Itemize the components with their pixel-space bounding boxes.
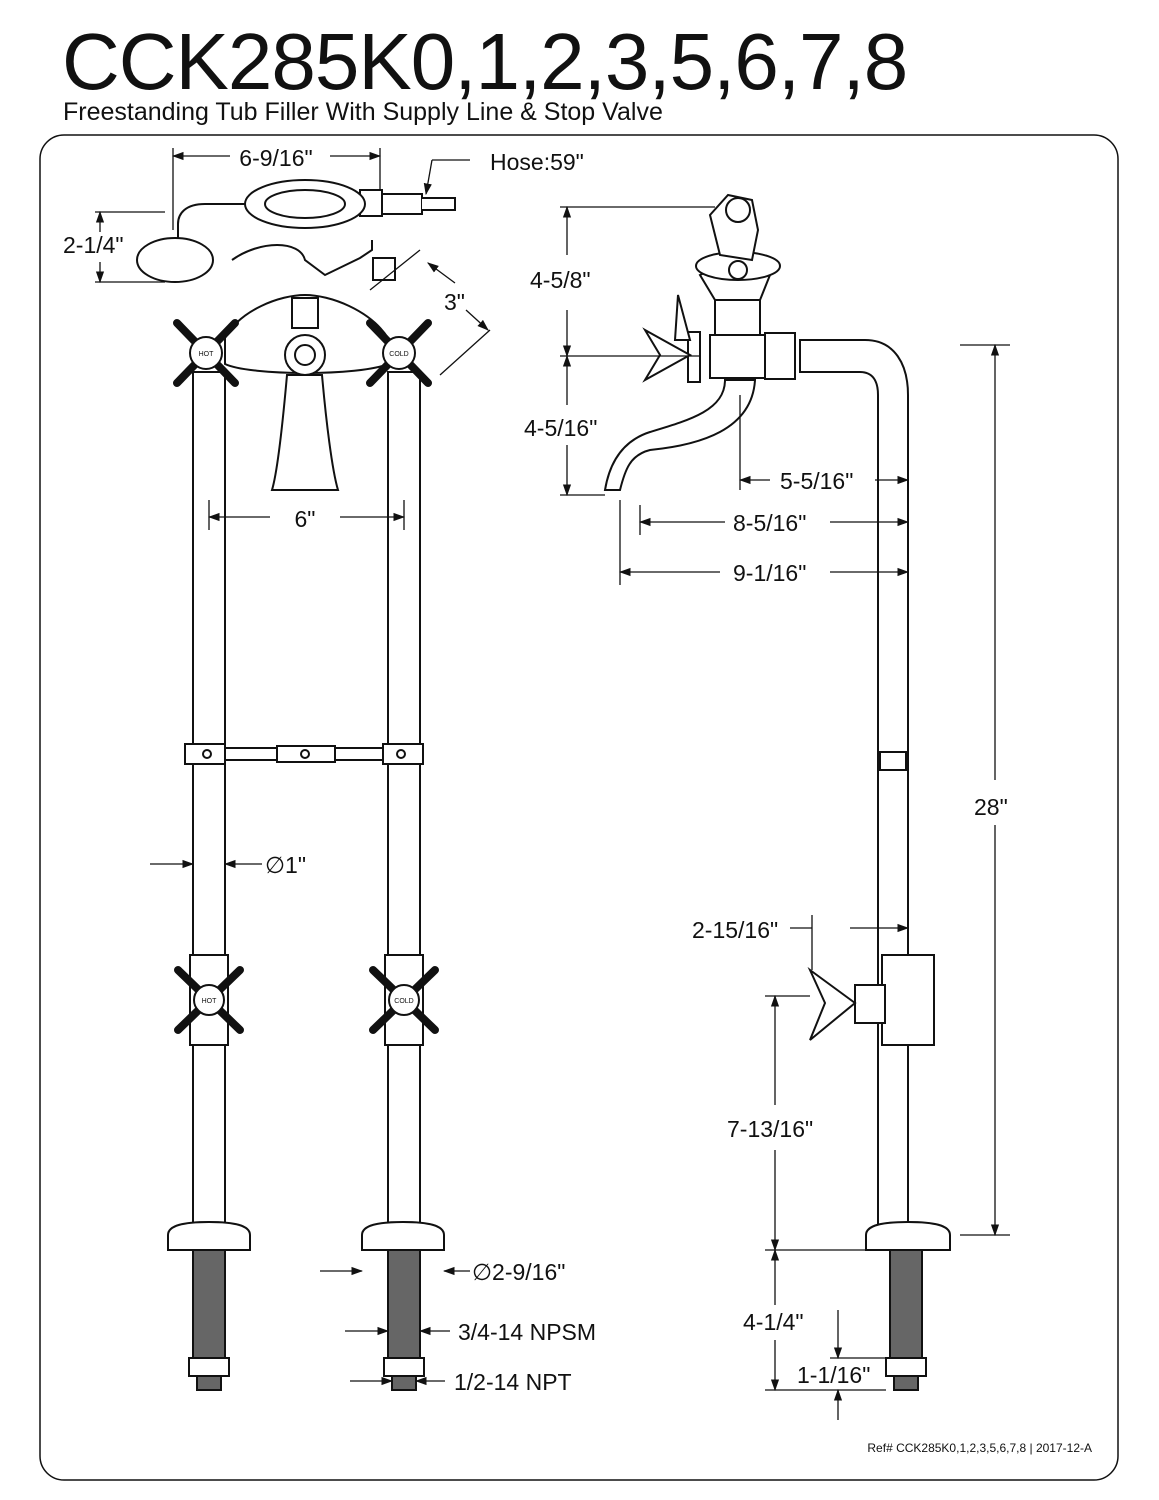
reference-number: Ref# CCK285K0,1,2,3,5,6,7,8 | 2017-12-A (867, 1441, 1092, 1455)
dim-top-height: 4-5/8" (530, 267, 591, 293)
cold-handle-top (366, 319, 432, 387)
cold-supply-pipe (387, 371, 421, 958)
spout-body (270, 374, 340, 491)
spout-side (603, 379, 757, 491)
dim-spout-reach-2: 8-5/16" (733, 510, 806, 536)
side-handle (642, 327, 693, 383)
cross-brace (184, 743, 424, 765)
dim-shank-min: 1-1/16" (797, 1362, 870, 1388)
faucet-body (224, 293, 389, 374)
page-subtitle: Freestanding Tub Filler With Supply Line… (63, 98, 663, 126)
hot-stop-valve (174, 954, 244, 1046)
hook (372, 257, 396, 281)
dim-top-width: 6-9/16" (239, 145, 312, 171)
hot-flange (167, 1220, 251, 1251)
cold-label-top: COLD (389, 351, 408, 358)
side-flange (865, 1220, 951, 1251)
front-view (136, 179, 456, 1391)
side-dimension-lines (560, 205, 1010, 1420)
dim-spout-height: 4-5/16" (524, 415, 597, 441)
cold-lower-pipe (387, 1044, 421, 1226)
hot-label-valve: HOT (202, 998, 218, 1005)
diverter-lever (291, 297, 319, 329)
hot-nut (188, 1357, 230, 1377)
cold-stop-valve (369, 954, 439, 1046)
dim-pipe-diameter: ∅1" (265, 852, 306, 878)
dim-spout-reach-3: 9-1/16" (733, 560, 806, 586)
cold-shank (387, 1249, 421, 1359)
dim-valve-height: 7-13/16" (727, 1116, 813, 1142)
front-dimension-lines (95, 148, 491, 1386)
side-shank (889, 1249, 923, 1359)
dim-npt: 1/2-14 NPT (454, 1369, 572, 1395)
hot-handle-top (173, 319, 239, 387)
dim-shower-height: 2-1/4" (63, 232, 124, 258)
dim-spout-reach-1: 5-5/16" (780, 468, 853, 494)
hot-label-top: HOT (199, 351, 215, 358)
dim-flange-diameter: ∅2-9/16" (472, 1259, 565, 1285)
page-title: CCK285K0,1,2,3,5,6,7,8 (62, 17, 908, 106)
shower-head (136, 237, 214, 283)
side-view (603, 193, 951, 1391)
side-stop-valve (881, 954, 935, 1046)
hose-length-label: Hose:59" (490, 149, 584, 175)
hot-supply-pipe (192, 371, 226, 958)
cold-nut (383, 1357, 425, 1377)
dim-offset: 3" (444, 289, 465, 315)
dim-npsm: 3/4-14 NPSM (458, 1319, 596, 1345)
dim-shank-length: 4-1/4" (743, 1309, 804, 1335)
dim-center-spacing: 6" (295, 506, 316, 532)
dim-valve-offset: 2-15/16" (692, 917, 778, 943)
cold-label-valve: COLD (394, 998, 413, 1005)
drawing-frame (39, 134, 1119, 1481)
hot-shank (192, 1249, 226, 1359)
cold-flange (361, 1220, 445, 1251)
hot-lower-pipe (192, 1044, 226, 1226)
dim-total-height: 28" (974, 794, 1008, 820)
